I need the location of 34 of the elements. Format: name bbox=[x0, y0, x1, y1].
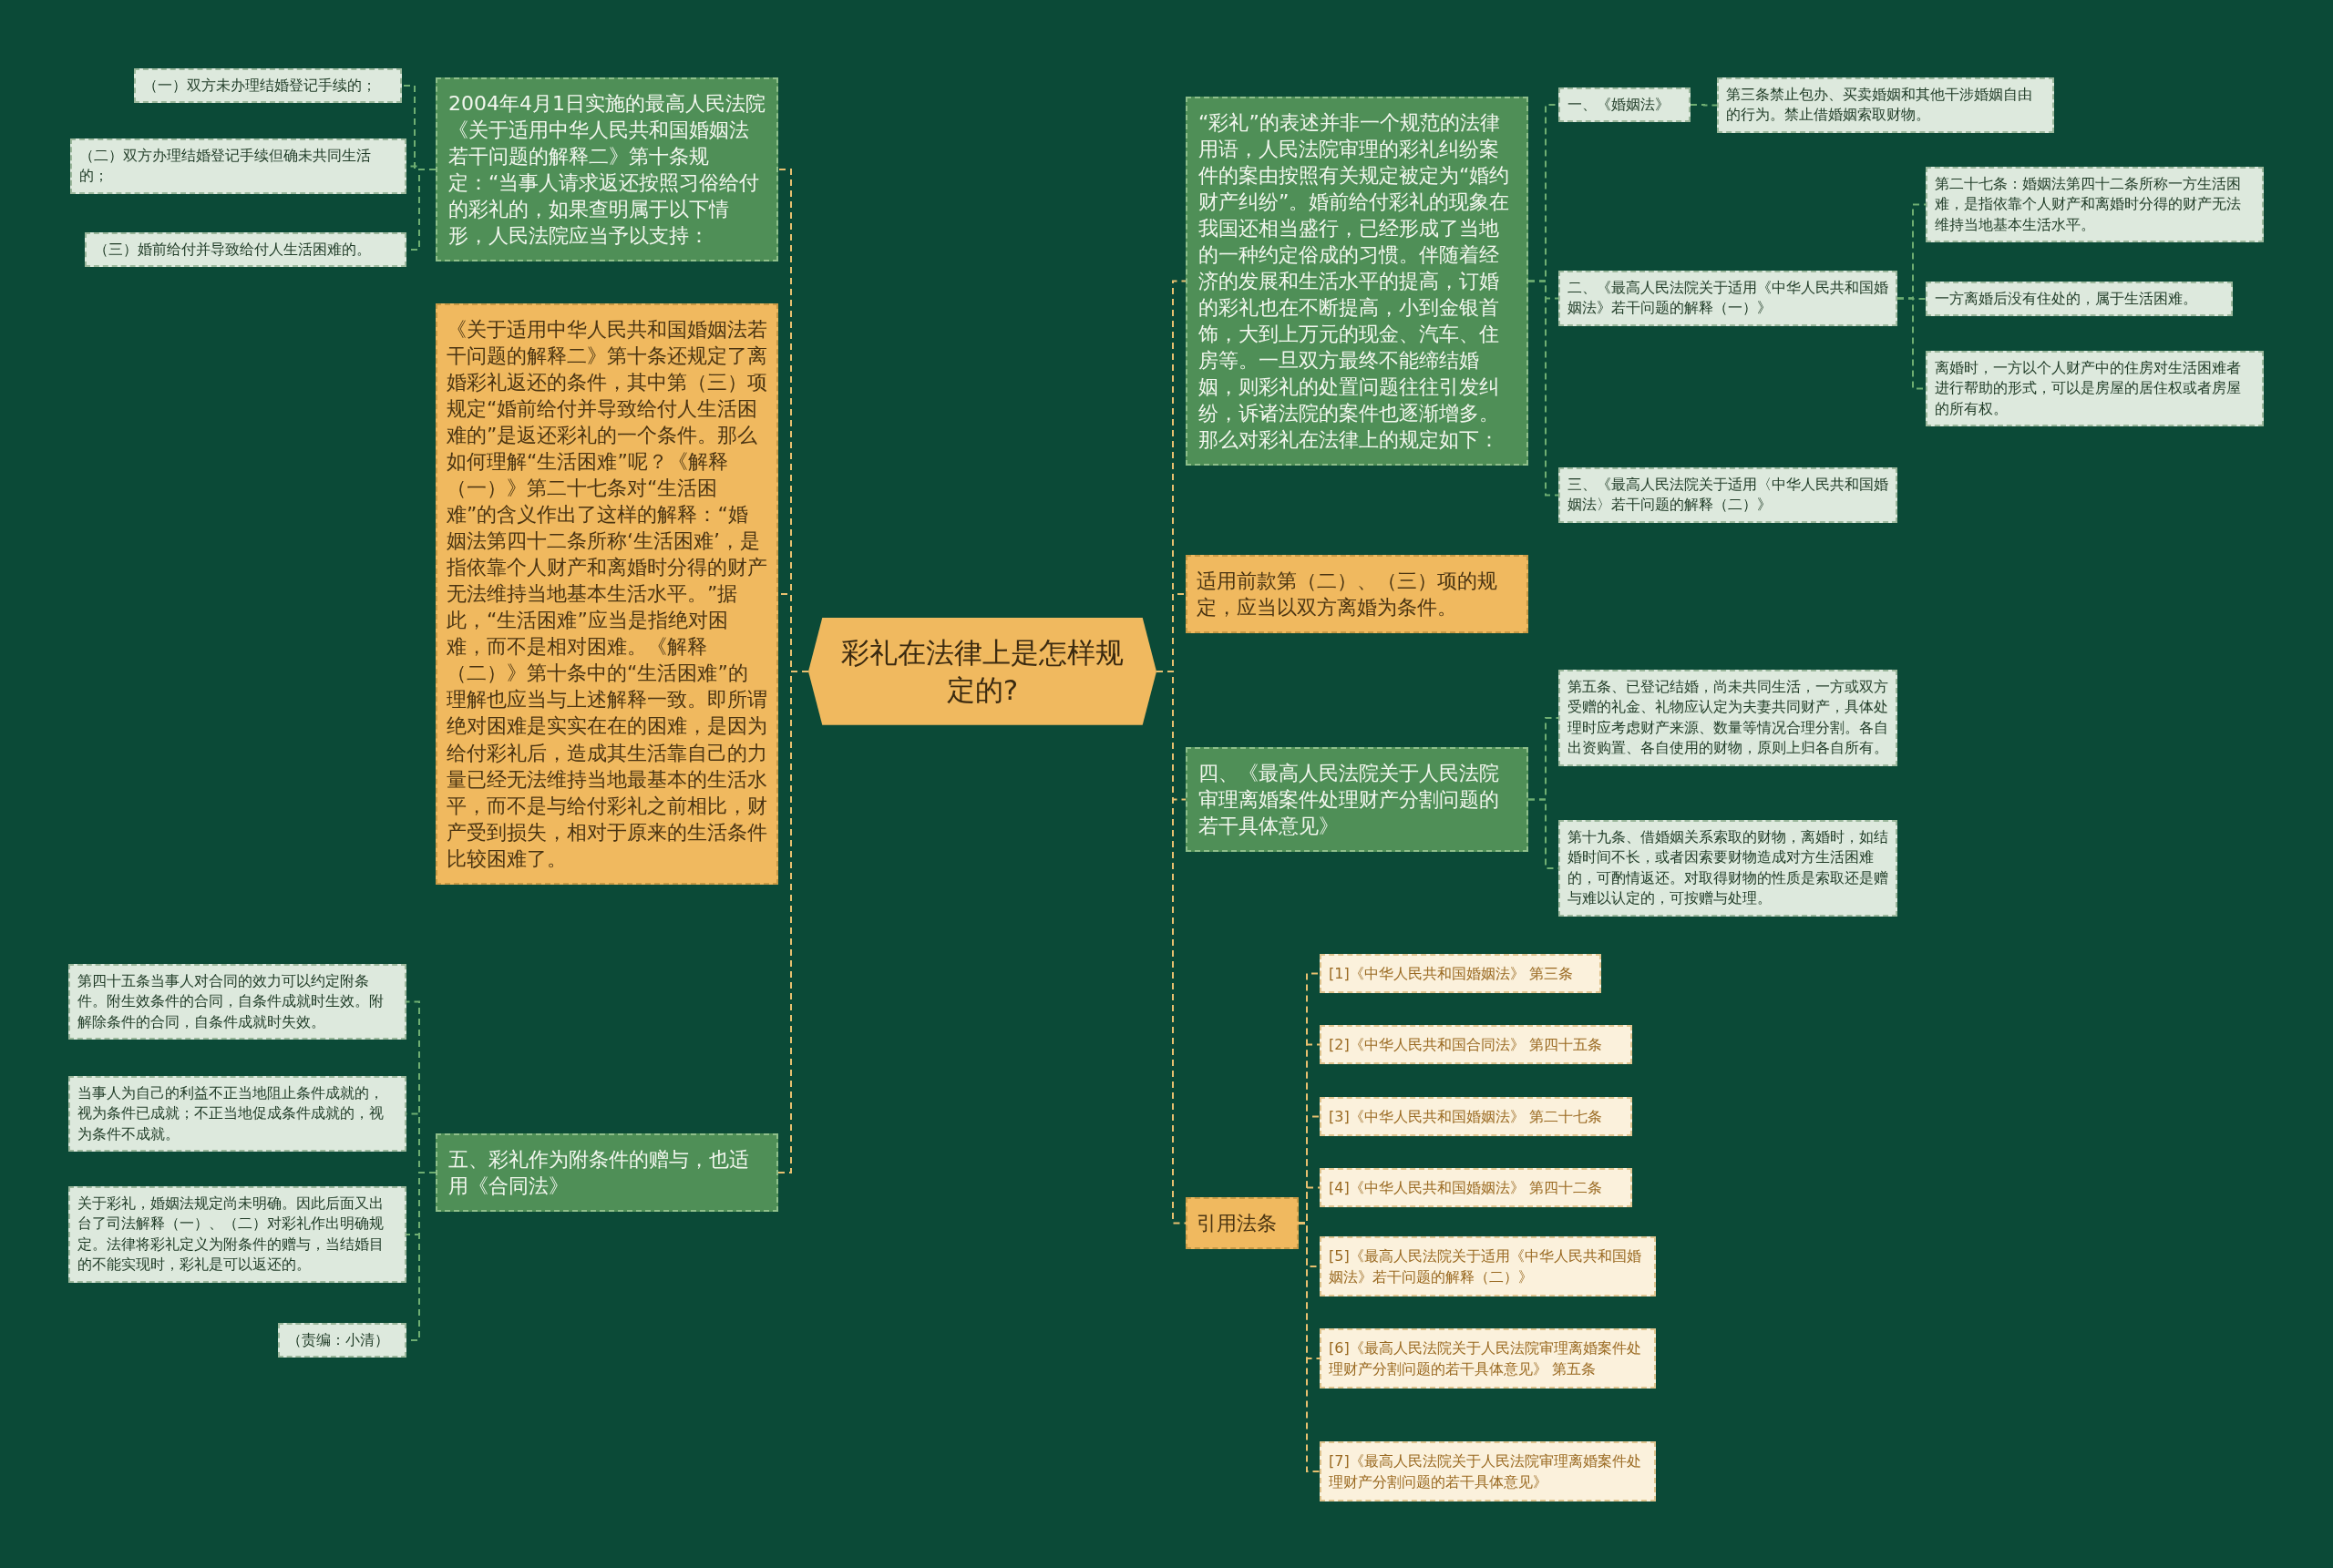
connector-line bbox=[1690, 104, 1718, 107]
note-box: 三、《最高人民法院关于适用〈中华人民共和国婚姻法〉若干问题的解释（二）》 bbox=[1558, 467, 1897, 523]
note-box: （责编：小清） bbox=[278, 1323, 406, 1358]
reference-box: [5]《最高人民法院关于适用《中华人民共和国婚姻法》若干问题的解释（二）》 bbox=[1320, 1236, 1656, 1297]
branch-box: 引用法条 bbox=[1186, 1197, 1299, 1250]
note-box: 当事人为自己的利益不正当地阻止条件成就的，视为条件已成就；不正当地促成条件成就的，视为条件不成就。 bbox=[68, 1076, 406, 1153]
note-box: 二、《最高人民法院关于适用《中华人民共和国婚姻法》若干问题的解释（一）》 bbox=[1558, 271, 1897, 326]
branch-box: 四、《最高人民法院关于人民法院审理离婚案件处理财产分割问题的若干具体意见》 bbox=[1186, 747, 1528, 853]
note-box: 一、《婚姻法》 bbox=[1558, 87, 1691, 123]
note-box: （一）双方未办理结婚登记手续的； bbox=[134, 68, 402, 104]
reference-box: [7]《最高人民法院关于人民法院审理离婚案件处理财产分割问题的若干具体意见》 bbox=[1320, 1441, 1656, 1502]
note-box: 第五条、已登记结婚，尚未共同生活，一方或双方受赠的礼金、礼物应认定为夫妻共同财产，具体处理时应考虑财产来源、数量等情况合理分割。各自出资购置、各自使用的财物，原则上归各自所有。 bbox=[1558, 670, 1897, 766]
note-box: 第十九条、借婚姻关系索取的财物，离婚时，如结婚时间不长，或者因索要财物造成对方生活困难的，可酌情返还。对取得财物的性质是索取还是赠与难以认定的，可按赠与处理。 bbox=[1558, 820, 1897, 917]
reference-box: [4]《中华人民共和国婚姻法》 第四十二条 bbox=[1320, 1168, 1632, 1208]
connector-line bbox=[1298, 1222, 1321, 1472]
note-box: 离婚时，一方以个人财产中的住房对生活困难者进行帮助的形式，可以是房屋的居住权或者房屋的所有权。 bbox=[1926, 351, 2264, 427]
note-box: 一方离婚后没有住处的，属于生活困难。 bbox=[1926, 282, 2233, 317]
reference-box: [6]《最高人民法院关于人民法院审理离婚案件处理财产分割问题的若干具体意见》 第五条 bbox=[1320, 1328, 1656, 1389]
note-box: 关于彩礼，婚姻法规定尚未明确。因此后面又出台了司法解释（一）、（二）对彩礼作出明确规定。法律将彩礼定义为附条件的赠与，当结婚目的不能实现时，彩礼是可以返还的。 bbox=[68, 1186, 406, 1283]
reference-box: [3]《中华人民共和国婚姻法》 第二十七条 bbox=[1320, 1097, 1632, 1137]
branch-box: 适用前款第（二）、（三）项的规定，应当以双方离婚为条件。 bbox=[1186, 555, 1528, 634]
branch-box: 五、彩礼作为附条件的赠与，也适用《合同法》 bbox=[436, 1133, 778, 1213]
note-box: 第三条禁止包办、买卖婚姻和其他干涉婚姻自由的行为。禁止借婚姻索取财物。 bbox=[1717, 77, 2054, 133]
note-box: （二）双方办理结婚登记手续但确未共同生活的； bbox=[70, 138, 406, 194]
reference-box: [1]《中华人民共和国婚姻法》 第三条 bbox=[1320, 954, 1601, 994]
note-box: 第二十七条：婚姻法第四十二条所称一方生活困难，是指依靠个人财产和离婚时分得的财产无法维持当地基本生活水平。 bbox=[1926, 167, 2264, 243]
note-box: （三）婚前给付并导致给付人生活困难的。 bbox=[85, 232, 406, 268]
branch-box: 《关于适用中华人民共和国婚姻法若干问题的解释二》第十条还规定了离婚彩礼返还的条件，其中第（三）项规定“婚前给付并导致给付人生活困难的”是返还彩礼的一个条件。那么如何理解“生活困难”呢？《解释（一）》第二十七条对“生活困难”的含义作出了这样的解释：“婚姻法第四十二条所称‘生活困难’，是指依靠个人财产和离婚时分得的财产无法维持当地基本生活水平。”据此，“生活困难”应当是指绝对困难，而不是相对困难。《解释（二）》第十条中的“生活困难”的理解也应当与上述解释一致。即所谓绝对困难是实实在在的困难，是因为给付彩礼后，造成其生活靠自己的力量已经无法维持当地最基本的生活水平，而不是与给付彩礼之前相比，财产受到损失，相对于原来的生活条件比较困难了。 bbox=[436, 303, 778, 885]
central-topic-hexagon: 彩礼在法律上是怎样规定的? bbox=[808, 618, 1156, 725]
connector-line bbox=[1527, 280, 1559, 497]
branch-box: “彩礼”的表述并非一个规范的法律用语，人民法院审理的彩礼纠纷案件的案由按照有关规定被定为“婚约财产纠纷”。婚前给付彩礼的现象在我国还相当盛行，已经形成了当地的一种约定俗成的习惯。伴随着经济的发展和生活水平的提高，订婚的彩礼也在不断提高，小到金银首饰，大到上万元的现金、汽车、住房等。一旦双方最终不能缔结婚姻，则彩礼的处置问题往往引发纠纷，诉诸法院的案件也逐渐增多。那么对彩礼在法律上的规定如下： bbox=[1186, 97, 1528, 466]
reference-box: [2]《中华人民共和国合同法》 第四十五条 bbox=[1320, 1025, 1632, 1065]
note-box: 第四十五条当事人对合同的效力可以约定附条件。附生效条件的合同，自条件成就时生效。附解除条件的合同，自条件成就时失效。 bbox=[68, 964, 406, 1040]
branch-box: 2004年4月1日实施的最高人民法院《关于适用中华人民共和国婚姻法若干问题的解释二》第十条规定：“当事人请求返还按照习俗给付的彩礼的，如果查明属于以下情形，人民法院应当予以支持： bbox=[436, 77, 778, 262]
